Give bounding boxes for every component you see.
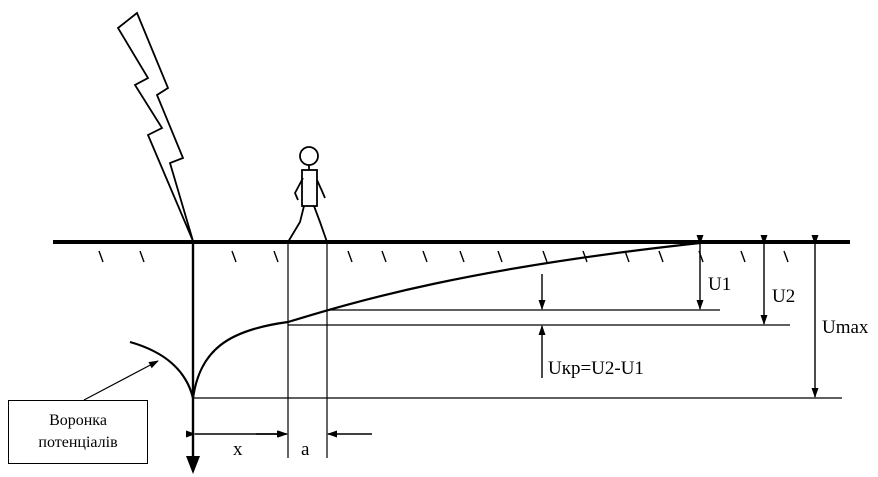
u1-label: U1 [708, 274, 731, 295]
potential-curve-left [129, 340, 195, 399]
umax-label: Umax [822, 317, 869, 338]
axis-arrow-icon [186, 456, 200, 474]
u2-label: U2 [772, 286, 795, 307]
potential-funnel-callout: Воронка потенціалів [8, 400, 148, 464]
ground-hatching [98, 250, 789, 263]
x-label: x [233, 439, 243, 460]
callout-line-2: потенціалів [38, 434, 118, 451]
lightning-bolt-icon [116, 11, 194, 242]
a-label: a [301, 439, 310, 460]
person-icon [287, 146, 328, 243]
ukr-label: Uкр=U2-U1 [548, 358, 644, 379]
callout-pointer-arrow [83, 360, 159, 401]
callout-line-1: Воронка [49, 412, 107, 429]
